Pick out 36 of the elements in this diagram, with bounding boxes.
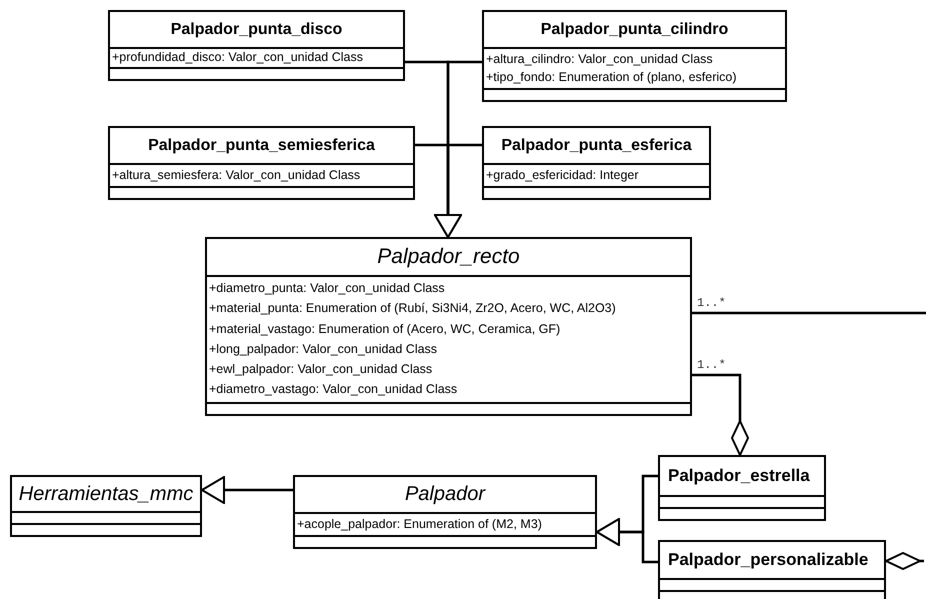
- generalization-arrow: [596, 518, 658, 564]
- class-name: Herramientas_mmc: [18, 482, 194, 506]
- attribute-text: +altura_cilindro: Valor_con_unidad Class: [486, 51, 713, 68]
- attribute-text: +tipo_fondo: Enumeration of (plano, esferico): [486, 69, 737, 86]
- class-box: [658, 455, 826, 521]
- class-name: Palpador_punta_semiesferica: [148, 136, 375, 154]
- class-box: [10, 475, 202, 537]
- association-line: [692, 312, 926, 314]
- aggregation-line: [885, 552, 924, 570]
- class-box: [482, 126, 711, 200]
- class-name: Palpador: [404, 483, 486, 506]
- attribute-text: +diametro_vastago: Valor_con_unidad Class: [209, 381, 458, 398]
- class-box: [482, 10, 787, 102]
- attribute-text: +altura_semiesfera: Valor_con_unidad Class: [112, 167, 360, 184]
- class-name: Palpador_recto: [377, 245, 520, 269]
- attribute-text: +material_punta: Enumeration of (Rubí, Si3Ni4, Zr2O, Acero, WC, Al2O3): [209, 300, 616, 318]
- attribute-text: +material_vastago: Enumeration of (Acero, WC, Ceramica, GF): [209, 320, 560, 338]
- class-box: [108, 126, 415, 200]
- aggregation-line: [692, 374, 749, 456]
- class-name: Palpador_punta_esferica: [501, 136, 692, 154]
- generalization-arrow: [201, 476, 293, 504]
- class-name: Palpador_estrella: [668, 466, 810, 486]
- class-box: [108, 10, 405, 81]
- attribute-text: +grado_esfericidad: Integer: [486, 167, 639, 184]
- class-box: [658, 540, 886, 599]
- attribute-text: +ewl_palpador: Valor_con_unidad Class: [209, 361, 432, 378]
- class-box: [205, 237, 692, 416]
- class-name: Palpador_punta_cilindro: [540, 20, 728, 38]
- class-name: Palpador_punta_disco: [170, 20, 342, 38]
- attribute-text: +diametro_punta: Valor_con_unidad Class: [209, 280, 445, 297]
- attribute-text: +profundidad_disco: Valor_con_unidad Class: [112, 50, 363, 65]
- attribute-text: +long_palpador: Valor_con_unidad Class: [209, 340, 438, 358]
- class-box: [293, 475, 597, 549]
- attribute-text: +acople_palpador: Enumeration of (M2, M3): [297, 516, 542, 533]
- class-name: Palpador_personalizable: [668, 550, 868, 570]
- generalization-arrow: [434, 144, 482, 238]
